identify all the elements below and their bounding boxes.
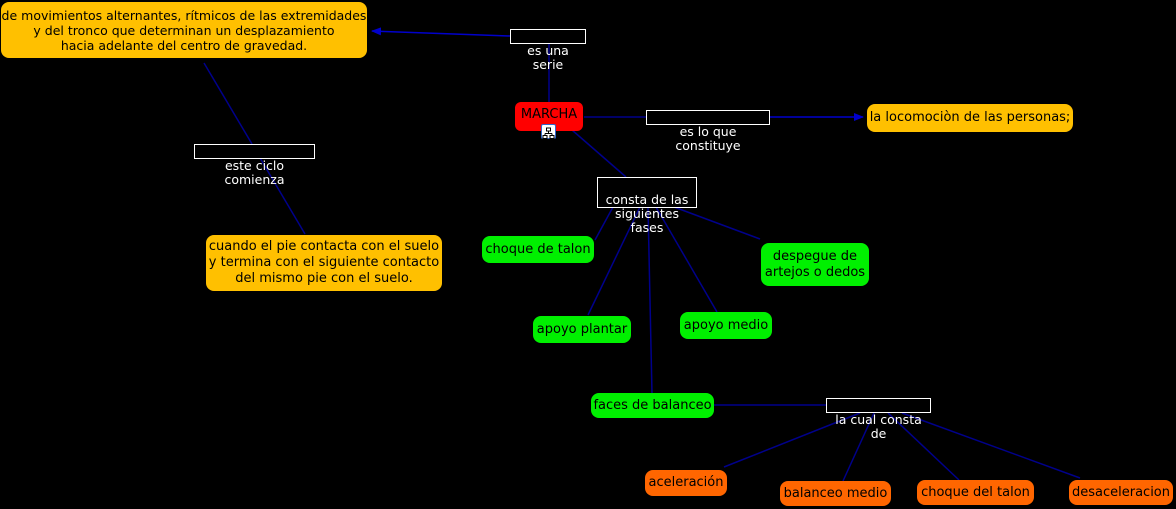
line-cual-aceleracion: [723, 412, 861, 468]
node-balanceo-medio[interactable]: balanceo medio: [780, 481, 891, 506]
node-movimientos-label: de movimientos alternantes, rítmicos de …: [1, 7, 367, 53]
line-serie-movimientos: [371, 27, 511, 37]
node-despegue[interactable]: despegue de artejos o dedos: [761, 243, 869, 286]
line-marcha-consta: [571, 129, 627, 178]
node-locomocion[interactable]: la locomociòn de las personas;: [867, 104, 1073, 132]
link-la-cual-consta-de[interactable]: la cual consta de: [826, 398, 931, 441]
line-movimientos-ciclo: [203, 62, 253, 145]
node-faces-balanceo[interactable]: faces de balanceo: [591, 393, 714, 418]
link-consta[interactable]: consta de las siguientes fases: [597, 177, 697, 235]
link-es-lo-que-constituye-label: es lo que constituye: [675, 124, 741, 153]
line-cual-balanceomedio: [842, 412, 875, 482]
node-choque-del-talon-label: choque del talon: [921, 484, 1030, 500]
node-faces-balanceo-label: faces de balanceo: [593, 397, 712, 413]
node-desaceleracion-label: desaceleracion: [1071, 484, 1170, 500]
node-marcha-label: MARCHA: [520, 107, 578, 122]
node-despegue-label: despegue de artejos o dedos: [764, 248, 866, 280]
node-balanceo-medio-label: balanceo medio: [783, 485, 888, 501]
node-locomocion-label: la locomociòn de las personas;: [869, 110, 1071, 125]
node-movimientos[interactable]: de movimientos alternantes, rítmicos de …: [1, 2, 367, 58]
link-este-ciclo-comienza[interactable]: este ciclo comienza: [194, 144, 315, 187]
line-consta-despegue: [673, 206, 761, 240]
node-choque-del-talon[interactable]: choque del talon: [917, 480, 1034, 505]
link-consta-label: consta de las siguientes fases: [605, 192, 689, 235]
node-choque-talon-label: choque de talon: [485, 241, 591, 257]
node-aceleracion-label: aceleración: [648, 475, 724, 490]
node-desaceleracion[interactable]: desaceleracion: [1069, 480, 1173, 505]
link-es-una-serie-label: es una serie: [527, 43, 569, 72]
link-es-una-serie[interactable]: es una serie: [510, 29, 586, 72]
node-aceleracion[interactable]: aceleración: [645, 470, 727, 496]
line-consta-balanceo: [647, 206, 653, 395]
node-apoyo-medio-label: apoyo medio: [683, 317, 769, 333]
node-apoyo-plantar[interactable]: apoyo plantar: [533, 316, 631, 343]
concept-map-icon[interactable]: [541, 124, 556, 139]
link-este-ciclo-comienza-label: este ciclo comienza: [224, 158, 285, 187]
line-consta-choque: [594, 206, 614, 241]
node-choque-talon[interactable]: choque de talon: [482, 236, 594, 263]
node-apoyo-medio[interactable]: apoyo medio: [680, 312, 772, 339]
node-cuando[interactable]: cuando el pie contacta con el suelo y te…: [206, 235, 442, 291]
concept-map-icon-glyph: [542, 127, 555, 139]
line-ciclo-cuando: [259, 157, 306, 235]
line-cual-desaceleracion: [901, 412, 1081, 479]
link-es-lo-que-constituye[interactable]: es lo que constituye: [646, 110, 770, 153]
line-consta-medio: [655, 206, 718, 313]
node-apoyo-plantar-label: apoyo plantar: [536, 321, 628, 337]
line-cual-choquedeltalon: [887, 412, 960, 481]
link-la-cual-consta-de-label: la cual consta de: [835, 412, 922, 441]
node-cuando-label: cuando el pie contacta con el suelo y te…: [208, 239, 440, 286]
line-consta-plantar: [587, 206, 641, 316]
